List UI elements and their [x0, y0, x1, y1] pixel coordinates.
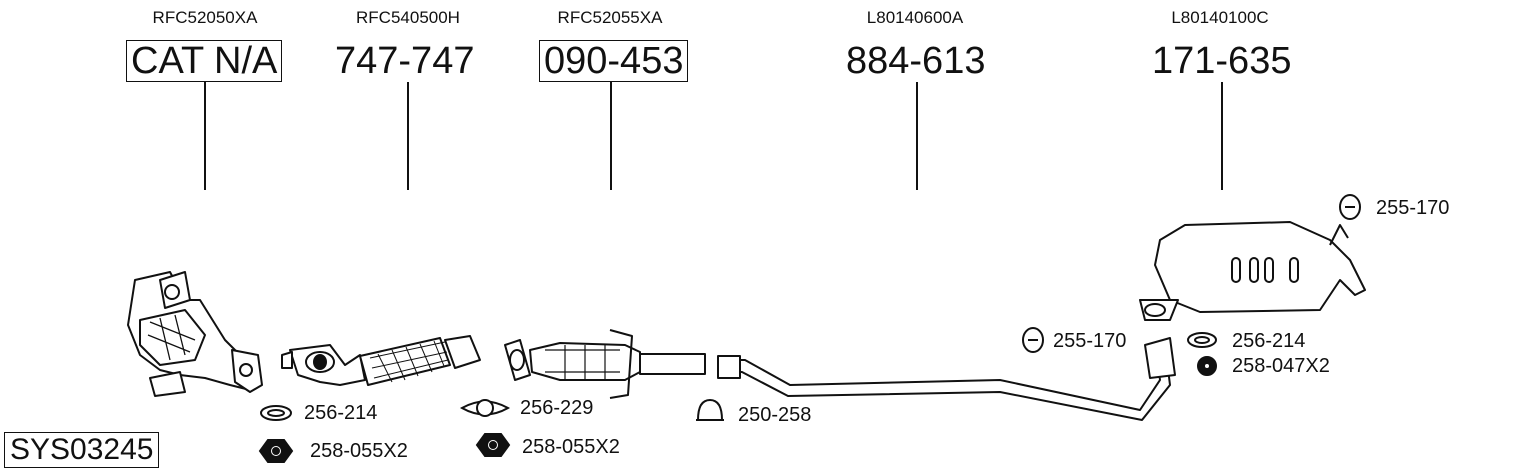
part-number-3[interactable]: 090-453 — [539, 40, 689, 82]
accessory-label-255-170-1[interactable]: 255-170 — [1053, 330, 1127, 352]
oem-code-3: RFC52055XA — [557, 8, 663, 27]
accessory-label-258-055X2-2[interactable]: 258-055X2 — [522, 436, 620, 458]
accessory-label-258-047X2[interactable]: 258-047X2 — [1232, 355, 1330, 377]
gasket-ring-icon — [260, 405, 292, 421]
accessory-label-250-258[interactable]: 250-258 — [738, 404, 812, 426]
oem-code-1: RFC52050XA — [152, 8, 258, 27]
part-number-2[interactable]: 747-747 — [335, 40, 475, 82]
leader-line-3 — [610, 82, 612, 190]
leader-line-5 — [1221, 82, 1223, 190]
leader-line-4 — [916, 82, 918, 190]
catalytic-converter-2-drawing — [504, 329, 706, 399]
part-number-5[interactable]: 171-635 — [1152, 40, 1292, 82]
part-number-1[interactable]: CAT N/A — [126, 40, 283, 82]
flex-pipe-drawing — [281, 335, 481, 386]
flange-nut-icon — [1197, 356, 1217, 376]
leader-line-1 — [204, 82, 206, 190]
leader-line-2 — [407, 82, 409, 190]
gasket-ring-icon — [1187, 332, 1217, 348]
system-code: SYS03245 — [4, 432, 160, 468]
pipe-clamp-icon — [696, 398, 724, 421]
accessory-label-255-170-2[interactable]: 255-170 — [1376, 197, 1450, 219]
flange-gasket-icon — [459, 399, 511, 417]
accessory-label-256-214-2[interactable]: 256-214 — [1232, 330, 1306, 352]
oem-code-5: L80140100C — [1171, 8, 1269, 27]
accessory-label-258-055X2-1[interactable]: 258-055X2 — [310, 440, 408, 462]
accessory-label-256-229[interactable]: 256-229 — [520, 397, 594, 419]
oem-code-4: L80140600A — [866, 8, 964, 27]
hex-nut-icon — [475, 433, 511, 457]
oem-code-2: RFC540500H — [356, 8, 460, 27]
rubber-hanger-icon — [1022, 327, 1044, 353]
part-number-4[interactable]: 884-613 — [846, 40, 986, 82]
center-pipe-drawing — [717, 337, 1176, 421]
catalytic-converter-drawing — [127, 271, 263, 397]
rear-muffler-drawing — [1139, 221, 1366, 321]
rubber-hanger-icon — [1339, 194, 1361, 220]
hex-nut-icon — [258, 439, 294, 463]
accessory-label-256-214-1[interactable]: 256-214 — [304, 402, 378, 424]
